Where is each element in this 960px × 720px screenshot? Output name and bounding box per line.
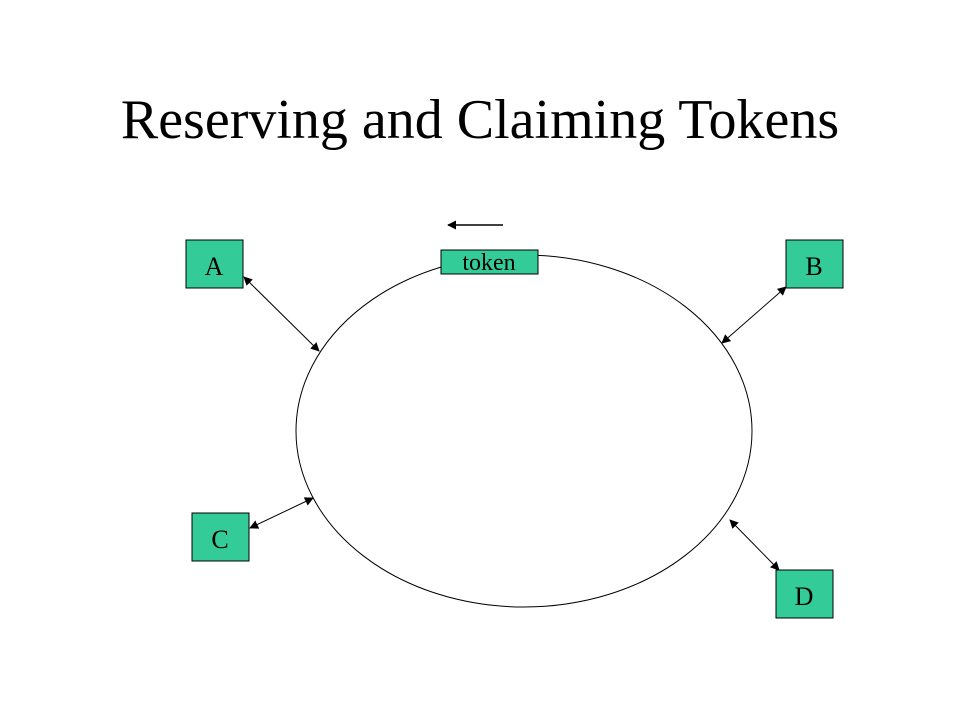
node-c-label: C	[211, 525, 228, 554]
edge-c-ring	[249, 497, 314, 529]
node-a: A	[185, 239, 244, 289]
edge-d-ring	[729, 519, 780, 571]
node-c-box	[191, 512, 250, 562]
node-b: B	[785, 239, 844, 289]
node-d-box	[775, 569, 834, 619]
node-b-box	[785, 239, 844, 289]
node-b-label: B	[805, 252, 822, 281]
ring	[295, 254, 753, 608]
node-a-box	[185, 239, 244, 289]
token-box	[440, 249, 539, 275]
node-c: C	[191, 512, 250, 562]
node-d: D	[775, 569, 834, 619]
node-a-label: A	[205, 252, 224, 281]
slide-title: Reserving and Claiming Tokens	[120, 89, 840, 151]
edge-a-ring	[243, 276, 320, 352]
node-d-label: D	[795, 582, 814, 611]
edge-b-ring	[721, 286, 787, 344]
token-label: token	[462, 250, 515, 276]
